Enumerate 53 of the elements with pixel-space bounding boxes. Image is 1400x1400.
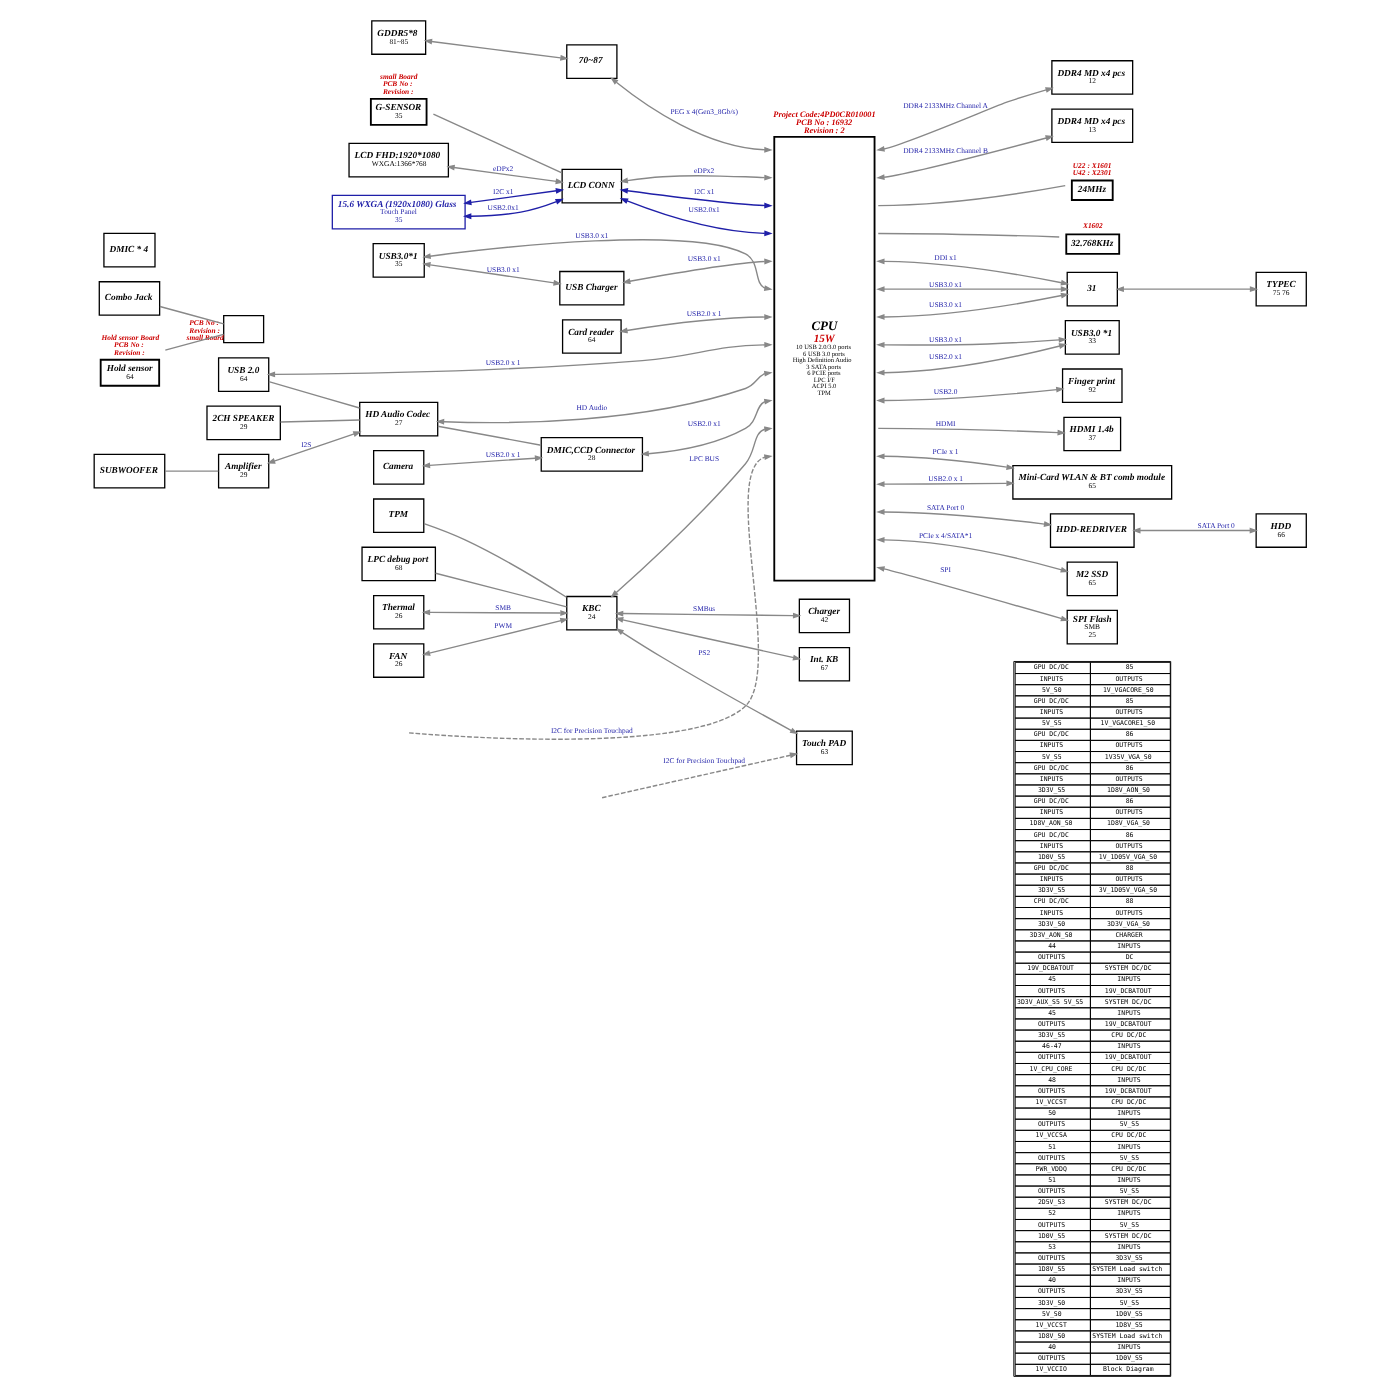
arrow: [876, 509, 1053, 527]
arrow: [619, 314, 773, 334]
arrow: [876, 343, 1068, 376]
arrow: [619, 198, 773, 237]
connector: [877, 232, 1060, 238]
arrow: [876, 536, 1070, 573]
arrow: [877, 427, 1066, 436]
connector: [432, 113, 563, 174]
arrow: [610, 426, 773, 598]
connector: [423, 522, 568, 598]
arrow: [610, 77, 773, 153]
arrow: [876, 258, 1070, 286]
arrow: [422, 261, 562, 286]
arrow: [876, 135, 1054, 181]
arrow: [876, 566, 1070, 622]
arrow: [266, 431, 362, 464]
arrow: [614, 617, 802, 661]
arrow: [421, 617, 569, 656]
node-box: [223, 314, 265, 344]
arrow: [876, 480, 1015, 488]
arrow: [876, 87, 1054, 152]
arrow: [423, 38, 569, 61]
arrow: [463, 187, 565, 206]
arrow: [266, 341, 773, 378]
arrow: [876, 337, 1068, 348]
arrow: [622, 258, 773, 285]
arrow: [876, 453, 1015, 471]
connector: [434, 572, 568, 608]
connector: [437, 425, 542, 446]
arrow: [408, 454, 773, 740]
arrow: [876, 286, 1070, 293]
connector: [279, 419, 361, 423]
arrow: [619, 174, 773, 184]
arrow: [1132, 527, 1259, 534]
arrow: [446, 164, 564, 185]
arrow: [422, 239, 773, 291]
arrow: [640, 398, 773, 457]
arrow: [1115, 286, 1259, 293]
arrow: [421, 609, 569, 616]
connector: [159, 305, 225, 325]
arrow: [463, 198, 564, 220]
arrow: [601, 752, 799, 799]
arrow: [435, 370, 773, 425]
arrow: [876, 386, 1065, 404]
arrow: [619, 187, 773, 209]
arrow: [421, 455, 544, 469]
connector: [877, 184, 1066, 207]
arrow: [615, 628, 799, 735]
arrow: [614, 610, 802, 619]
connector: [268, 380, 361, 409]
connector: [164, 333, 225, 351]
arrow: [876, 292, 1070, 320]
connector: [164, 470, 220, 472]
